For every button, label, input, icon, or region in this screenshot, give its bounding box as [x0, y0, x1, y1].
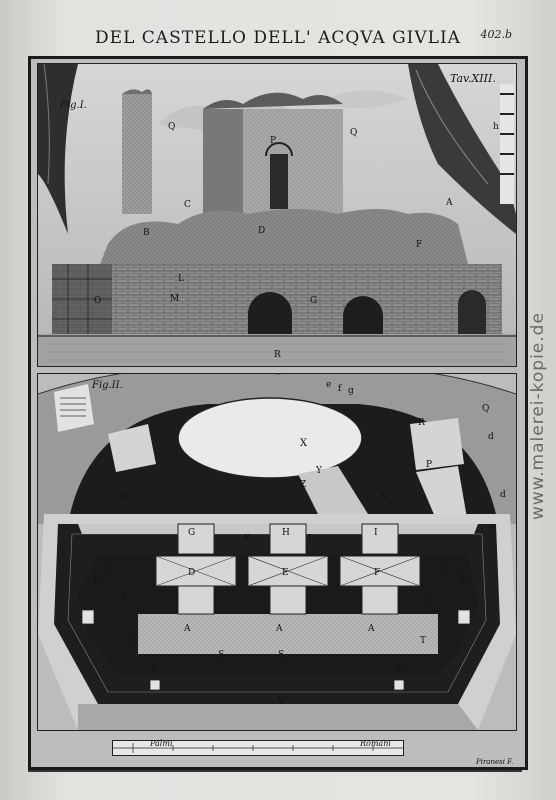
fig1-letter-f: F — [416, 240, 423, 250]
fig2-letter-k: K — [244, 534, 251, 544]
plate-number: 402.b — [480, 28, 512, 41]
fig2-letter-b-left: b — [94, 574, 100, 584]
fig2-letter-d-upper: d — [488, 432, 494, 442]
fig2-letter-t-upper-right: T — [442, 564, 449, 574]
figure-2-plan: Fig.II. X e f g R Q d P Y Z O N d c G H … — [37, 373, 517, 731]
fig2-letter-v: V — [278, 696, 286, 707]
fig2-letter-a-right: A — [368, 624, 375, 634]
fig1-letter-g: G — [310, 296, 318, 306]
fig2-letter-i: I — [374, 528, 378, 538]
plate-tav-label: Tav.XIII. — [450, 72, 496, 85]
fig2-letter-t-upper-left: T — [106, 564, 113, 574]
fig2-letter-r: R — [418, 418, 425, 428]
fig2-letter-a-left: A — [184, 624, 191, 634]
fig1-letter-m: M — [170, 294, 180, 304]
fig2-letter-l: L — [308, 534, 314, 544]
fig2-letter-e: e — [326, 380, 332, 390]
bottom-rule — [28, 770, 522, 772]
fig2-letter-s-right: S — [278, 650, 285, 660]
fig2-letter-g: g — [348, 386, 354, 396]
fig1-letter-d: D — [258, 226, 266, 236]
fig1-letter-o: O — [94, 296, 102, 306]
fig2-letter-s-left: S — [218, 650, 225, 660]
fig2-letter-f: f — [338, 384, 342, 394]
fig2-letter-t-lower-left: T — [128, 636, 135, 646]
ruin-elevation-drawing — [38, 64, 516, 366]
fig1-letter-b: B — [143, 228, 150, 238]
scale-bar — [112, 740, 404, 756]
scale-bar-ticks — [113, 743, 403, 753]
ground-plan-drawing — [38, 374, 516, 730]
plate-frame: Fig.I. Tav.XIII. Q Q P h C A B D F O L M… — [28, 56, 528, 770]
fig2-letter-p: P — [426, 460, 433, 470]
scale-label-palmi: Palmi — [150, 739, 173, 748]
fig2-letter-c-small: c — [490, 522, 496, 532]
fig2-letter-e-basin: E — [282, 568, 289, 578]
fig2-letter-g-basin: G — [188, 528, 196, 538]
fig2-letter-b-upper: B — [120, 592, 127, 602]
fig1-label: Fig.I. — [60, 100, 87, 111]
engraver-signature: Piranesi F. — [476, 758, 514, 766]
watermark-text: www.malerei-kopie.de — [528, 312, 548, 520]
fig2-letter-o: O — [120, 492, 128, 502]
fig2-letter-d-lower: d — [500, 490, 506, 500]
fig2-letter-f-basin: F — [374, 568, 381, 578]
fig1-letter-h: h — [493, 122, 499, 132]
fig2-letter-d-basin: D — [188, 568, 196, 578]
fig2-letter-b-bottom-right: b — [396, 664, 402, 674]
fig2-letter-y: Y — [316, 466, 322, 476]
fig2-letter-t-lower-right: T — [420, 636, 427, 646]
fig2-letter-q: Q — [482, 404, 490, 414]
fig1-letter-r: R — [274, 350, 281, 360]
fig1-letter-q-left: Q — [168, 122, 176, 132]
fig2-letter-n: N — [380, 492, 388, 502]
scale-label-romani: Romani — [360, 739, 391, 748]
fig1-letter-a: A — [446, 198, 453, 208]
fig2-letter-b-bottom-left: b — [152, 664, 158, 674]
fig1-letter-l: L — [178, 274, 184, 284]
fig1-letter-c: C — [184, 200, 191, 210]
fig2-letter-h: H — [282, 528, 290, 538]
figure-1-elevation: Fig.I. Tav.XIII. Q Q P h C A B D F O L M… — [37, 63, 517, 367]
fig2-letter-c-upper: C — [424, 594, 431, 604]
fig1-letter-p: P — [270, 136, 277, 146]
plate-title: DEL CASTELLO DELL' ACQVA GIVLIA — [95, 28, 461, 48]
fig2-letter-a-center: A — [276, 624, 283, 634]
fig2-letter-x: X — [300, 438, 308, 449]
fig2-label: Fig.II. — [92, 380, 123, 391]
fig1-letter-q-right: Q — [350, 128, 358, 138]
fig2-letter-b-right: b — [460, 574, 466, 584]
fig2-letter-z: Z — [300, 480, 307, 490]
